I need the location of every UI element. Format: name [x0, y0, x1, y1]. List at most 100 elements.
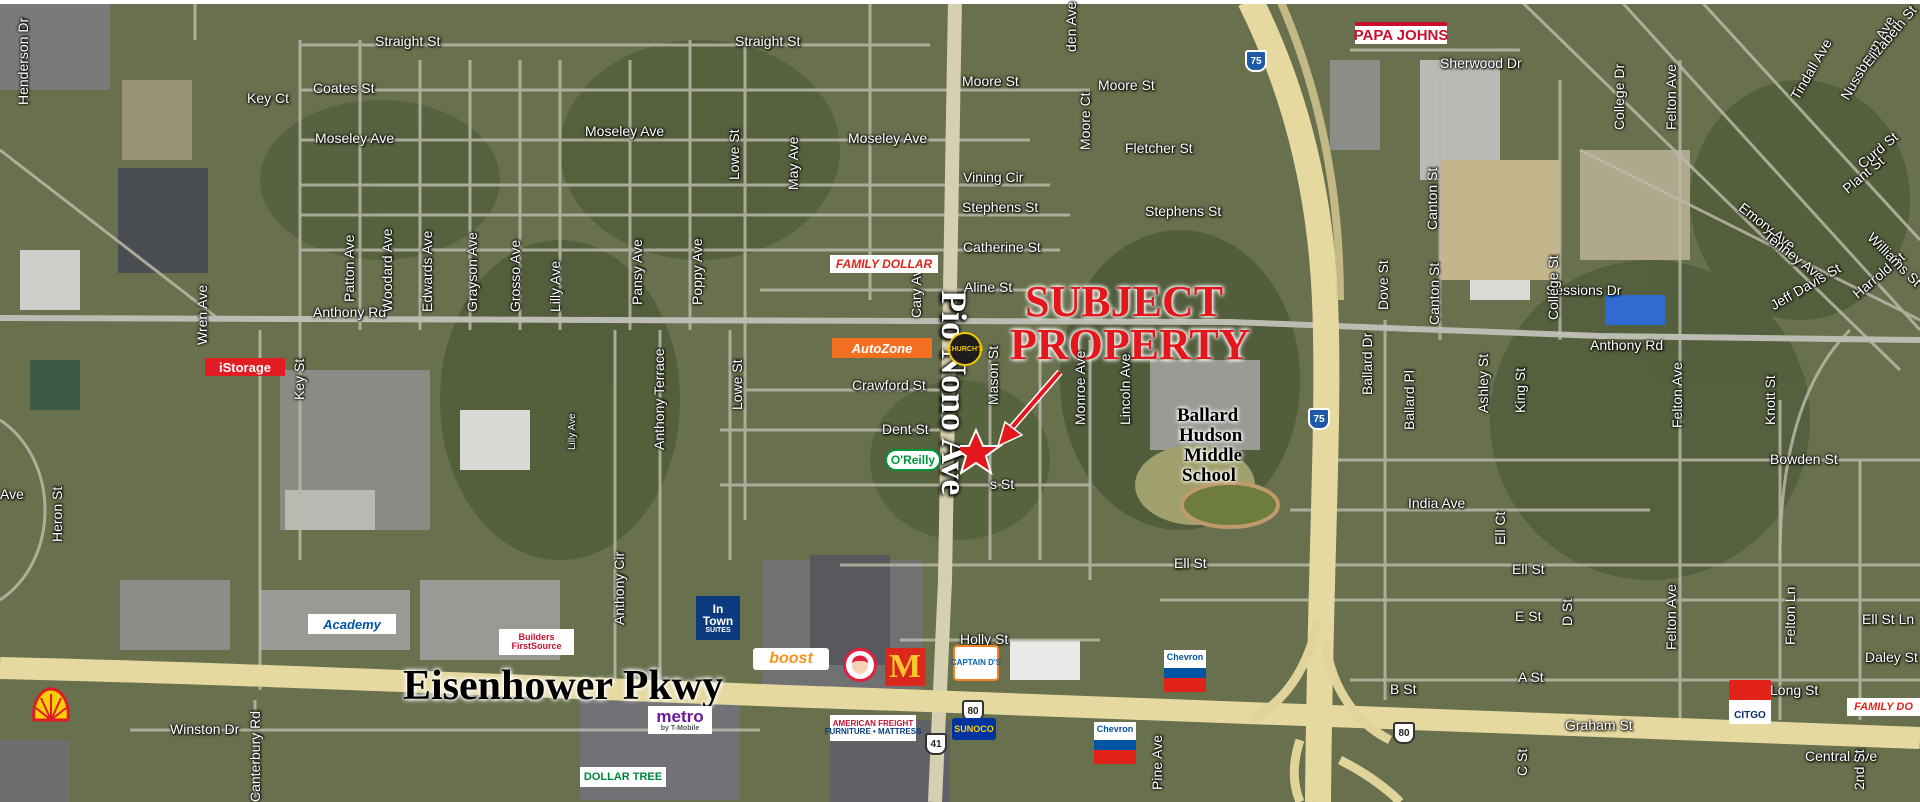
street-label: Pine Ave [1149, 734, 1165, 790]
interchange-ramps [1247, 619, 1404, 802]
street-label: Anthony Rd [313, 304, 387, 320]
i75-highway [1238, 0, 1340, 802]
autozone-logo: AutoZone [832, 338, 932, 358]
captain-ds-logo: CAPTAIN D'S [951, 645, 1001, 681]
intown-suites-logo: In Town SUITES [696, 596, 740, 640]
street-label: Mason St [985, 345, 1001, 405]
street-label: Ell St [1512, 561, 1545, 577]
street-label: College St [1545, 255, 1561, 320]
intown-in: In [712, 601, 724, 616]
builders-firstsource-logo: Builders FirstSource [499, 629, 574, 655]
street-label: Sessions Dr [1546, 282, 1622, 298]
churchs-logo: CHURCH'S [947, 332, 983, 366]
shell-icon [32, 687, 70, 722]
academy-logo: Academy [308, 614, 396, 634]
street-label: Crawford St [852, 377, 926, 393]
street-label: May Ave [785, 136, 801, 190]
street-label: Canterbury Rd [247, 710, 263, 802]
street-label: A St [1518, 669, 1544, 685]
interstate-75-shield-icon: 75 [1308, 408, 1330, 430]
school-label-1: Ballard [1177, 405, 1239, 426]
street-label: Ell St Ln [1862, 611, 1915, 627]
metro-logo: metro by T-Mobile [648, 706, 712, 734]
street-label: Monroe Ave [1072, 350, 1088, 425]
street-label: Felton Ln [1782, 586, 1798, 645]
street-label: Vining Cir [963, 169, 1024, 185]
street-label: Key St [291, 358, 307, 400]
papa-johns-logo: PAPA JOHNS [1354, 22, 1448, 44]
sunoco-logo: SUNOCO [952, 718, 996, 740]
us-80-shield-icon: 80 [1393, 722, 1415, 744]
american-freight-subtitle: FURNITURE • MATTRESS [824, 727, 922, 736]
american-freight-title: AMERICAN FREIGHT [832, 719, 914, 728]
mcdonalds-logo: M [885, 648, 925, 686]
street-label: Long St [1770, 682, 1819, 698]
chevron-logo: Chevron [1094, 722, 1136, 764]
street-label: Edwards Ave [419, 230, 435, 312]
american-freight-logo: AMERICAN FREIGHT FURNITURE • MATTRESS [825, 715, 921, 741]
street-label: Graham St [1565, 717, 1633, 733]
street-label: s St [990, 476, 1015, 492]
street-label: Heron St [49, 486, 65, 542]
street-label: King St [1512, 367, 1528, 413]
street-label: 2nd St [1851, 749, 1867, 790]
street-label: Ashley St [1475, 353, 1491, 413]
street-label: Fletcher St [1125, 140, 1193, 156]
school-label-2: Hudson [1179, 425, 1243, 446]
metro-wordmark: metro [656, 707, 704, 726]
street-label: India Ave [1408, 495, 1466, 511]
intown-town: Town [702, 613, 734, 628]
wendys-logo [843, 648, 877, 682]
street-label: Woodard Ave [379, 228, 395, 312]
subject-property-line1: SUBJECT [1025, 277, 1224, 326]
street-label: Moore Ct [1077, 92, 1093, 150]
subject-arrow-and-star [960, 369, 1063, 476]
street-label: Anthony Terrace [651, 348, 667, 450]
street-label: D St [1559, 598, 1575, 626]
commercial-lots [0, 0, 1690, 802]
street-label: College Dr [1611, 63, 1627, 130]
street-label: Moseley Ave [315, 130, 395, 146]
diagonal-streets [0, 0, 1920, 602]
street-label: Sherwood Dr [1440, 55, 1522, 71]
street-label: Felton Ave [1663, 64, 1679, 130]
street-label: Grayson Ave [464, 232, 480, 312]
street-label: Henderson Dr [15, 17, 31, 105]
street-label: Stephens St [1145, 203, 1222, 219]
street-label: Canton St [1426, 262, 1442, 325]
street-label: Holly St [960, 631, 1009, 647]
street-label: B St [1390, 681, 1417, 697]
family-dollar-logo: FAMILY DOLLAR [830, 255, 938, 273]
street-label: den Ave [1063, 1, 1079, 52]
shell-logo [30, 686, 72, 726]
street-label: Lowe St [726, 129, 742, 180]
street-label: Lowe St [729, 359, 745, 410]
eisenhower-pkwy-label: Eisenhower Pkwy [403, 663, 724, 709]
pio-nono-ave-line [928, 0, 962, 802]
street-label: Felton Ave [1669, 362, 1685, 428]
street-label: Moore St [1098, 77, 1155, 93]
street-label: Catherine St [963, 239, 1041, 255]
school-track [1180, 481, 1280, 529]
oreilly-logo: O'Reilly [885, 449, 941, 471]
street-label: Key Ct [247, 90, 290, 106]
street-label: Poppy Ave [689, 238, 705, 305]
eisenhower-pkwy-line [0, 657, 1920, 749]
street-label: Bowden St [1770, 451, 1838, 467]
street-label: Pansy Ave [629, 239, 645, 305]
wendys-face-icon [852, 655, 868, 674]
street-label: Ballard Dr [1359, 332, 1375, 395]
school-label-4: School [1182, 465, 1236, 486]
street-label: Anthony Rd [1590, 337, 1664, 353]
street-label: Ell St [1174, 555, 1207, 571]
chevron-logo: Chevron [1164, 650, 1206, 692]
school-label-3: Middle [1184, 445, 1243, 466]
street-label: C St [1514, 748, 1530, 776]
street-label: Dove St [1375, 260, 1391, 310]
street-label: Coates St [313, 80, 375, 96]
us-41-shield-icon: 41 [925, 733, 947, 755]
street-label: Straight St [735, 33, 801, 49]
istorage-logo: iStorage [205, 358, 285, 376]
